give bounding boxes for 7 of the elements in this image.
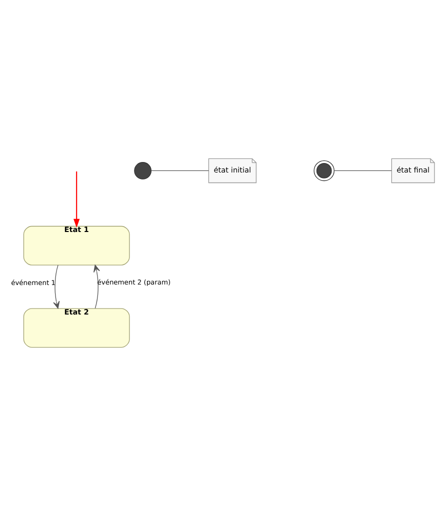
arrow <box>73 171 80 228</box>
connector <box>150 170 209 172</box>
node-circle <box>314 160 334 182</box>
connector <box>334 170 392 172</box>
arrow <box>53 264 60 309</box>
arrow <box>93 264 100 309</box>
node-circle <box>134 162 152 180</box>
